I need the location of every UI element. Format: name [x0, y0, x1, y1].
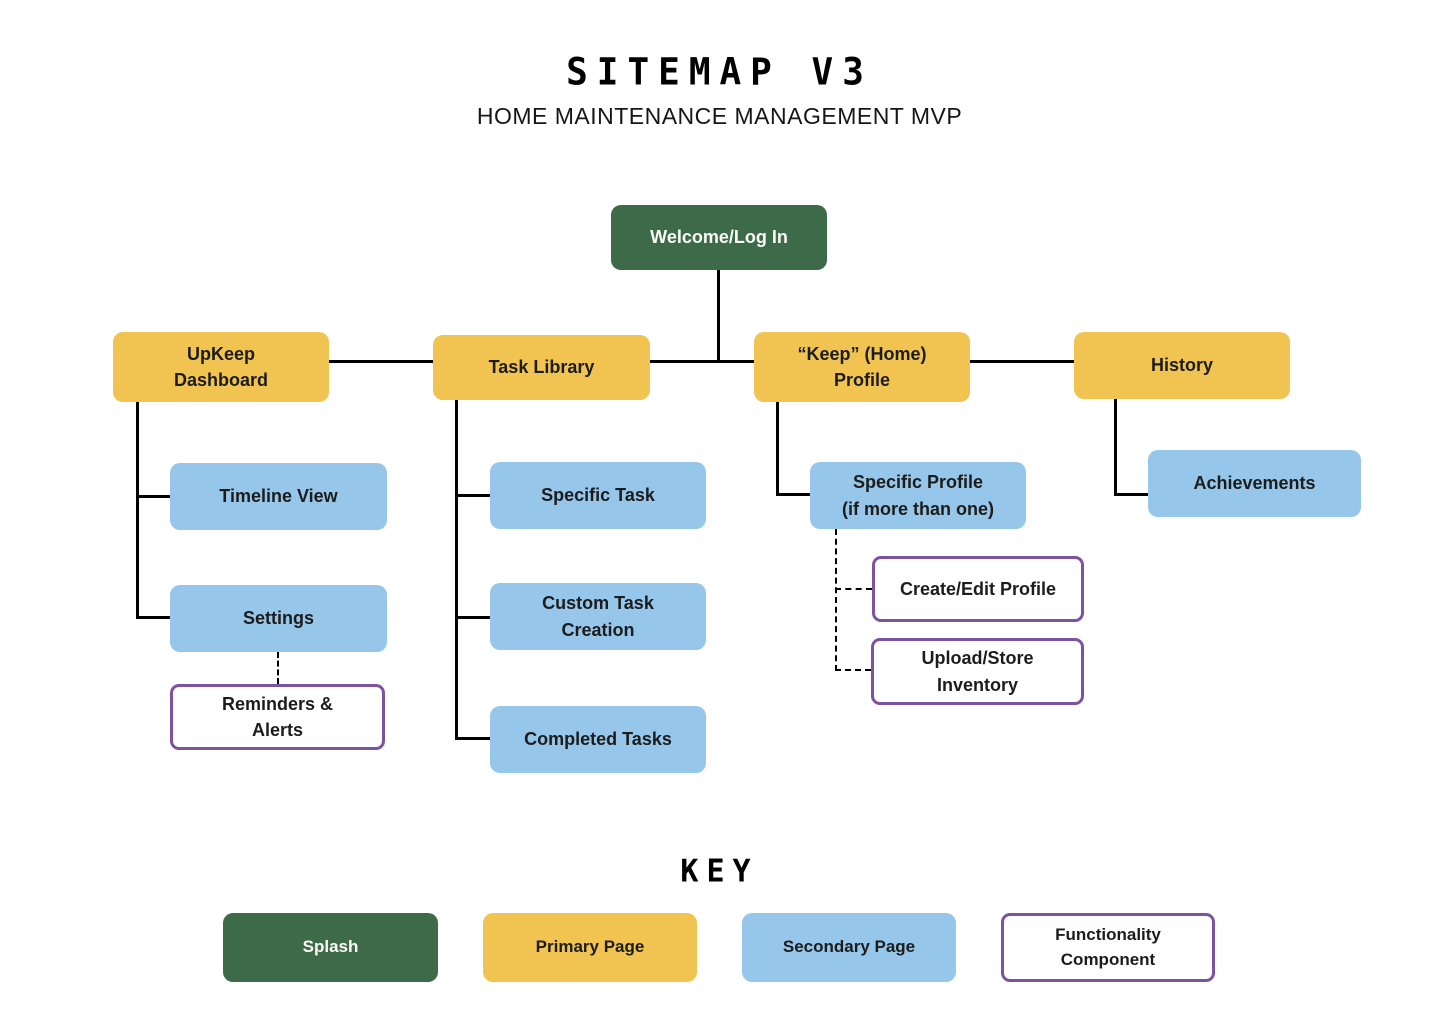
key-item-secondary-page: Secondary Page — [742, 913, 956, 982]
node-specific-profile: Specific Profile (if more than one) — [810, 462, 1026, 529]
key-title: KEY — [680, 853, 759, 890]
page-title: SITEMAP V3 — [566, 50, 873, 95]
node-completed-tasks-label: Completed Tasks — [524, 729, 672, 750]
connector-settings-reminders-dashed — [277, 652, 279, 684]
node-history-label: History — [1150, 355, 1213, 376]
node-welcome-login-label: Welcome/Log In — [650, 227, 788, 248]
node-keep-home-profile: “Keep” (Home) Profile — [754, 332, 970, 402]
connector-upkeep-down — [136, 402, 139, 619]
node-upload-store-inventory: Upload/Store Inventory — [871, 638, 1084, 705]
node-task-library: Task Library — [433, 335, 650, 400]
key-item-splash: Splash — [223, 913, 438, 982]
connector-tasklibrary-down — [455, 400, 458, 739]
node-upkeep-dashboard: UpKeep Dashboard — [113, 332, 329, 402]
node-upload-store-inventory-label: Upload/Store Inventory — [921, 648, 1034, 695]
connector-tasklibrary-completed — [455, 737, 490, 740]
node-specific-profile-label: Specific Profile (if more than one) — [842, 472, 994, 519]
connector-specificprofile-down-dashed — [835, 529, 837, 671]
key-item-splash-label: Splash — [302, 937, 359, 957]
connector-history-achievements — [1114, 493, 1148, 496]
node-specific-task: Specific Task — [490, 462, 706, 529]
connector-row-seg1 — [329, 360, 433, 363]
connector-tasklibrary-customtask — [455, 616, 490, 619]
connector-upkeep-settings — [136, 616, 170, 619]
node-specific-task-label: Specific Task — [541, 485, 655, 506]
key-item-secondary-page-label: Secondary Page — [782, 937, 916, 957]
connector-row-seg2 — [650, 360, 755, 363]
node-reminders-alerts: Reminders & Alerts — [170, 684, 385, 750]
node-settings-label: Settings — [242, 608, 314, 629]
node-upkeep-dashboard-label: UpKeep Dashboard — [173, 343, 269, 390]
node-achievements-label: Achievements — [1193, 473, 1316, 494]
connector-upkeep-timeline — [136, 495, 170, 498]
node-task-library-label: Task Library — [488, 357, 595, 378]
connector-keepprofile-down — [776, 402, 779, 496]
connector-row-seg3 — [969, 360, 1075, 363]
key-item-primary-page: Primary Page — [483, 913, 697, 982]
node-timeline-view-label: Timeline View — [219, 486, 338, 507]
node-keep-home-profile-label: “Keep” (Home) Profile — [797, 343, 927, 390]
connector-uploadstore-dashed — [835, 669, 871, 671]
node-completed-tasks: Completed Tasks — [490, 706, 706, 773]
node-settings: Settings — [170, 585, 387, 652]
node-reminders-alerts-label: Reminders & Alerts — [221, 693, 334, 740]
connector-createedit-dashed — [835, 588, 872, 590]
connector-tasklibrary-specifictask — [455, 494, 490, 497]
node-welcome-login: Welcome/Log In — [611, 205, 827, 270]
node-custom-task-creation: Custom Task Creation — [490, 583, 706, 650]
key-item-primary-page-label: Primary Page — [535, 937, 645, 957]
node-create-edit-profile-label: Create/Edit Profile — [899, 578, 1057, 599]
connector-history-down — [1114, 399, 1117, 496]
page-subtitle: HOME MAINTENANCE MANAGEMENT MVP — [476, 103, 963, 129]
key-item-functionality-component-label: Functionality Component — [1055, 924, 1161, 969]
node-achievements: Achievements — [1148, 450, 1361, 517]
node-create-edit-profile: Create/Edit Profile — [872, 556, 1084, 622]
key-item-functionality-component: Functionality Component — [1001, 913, 1215, 982]
connector-keepprofile-specificprofile — [776, 493, 810, 496]
node-timeline-view: Timeline View — [170, 463, 387, 530]
node-custom-task-creation-label: Custom Task Creation — [542, 593, 654, 640]
connector-welcome-down — [717, 270, 720, 362]
node-history: History — [1074, 332, 1290, 399]
